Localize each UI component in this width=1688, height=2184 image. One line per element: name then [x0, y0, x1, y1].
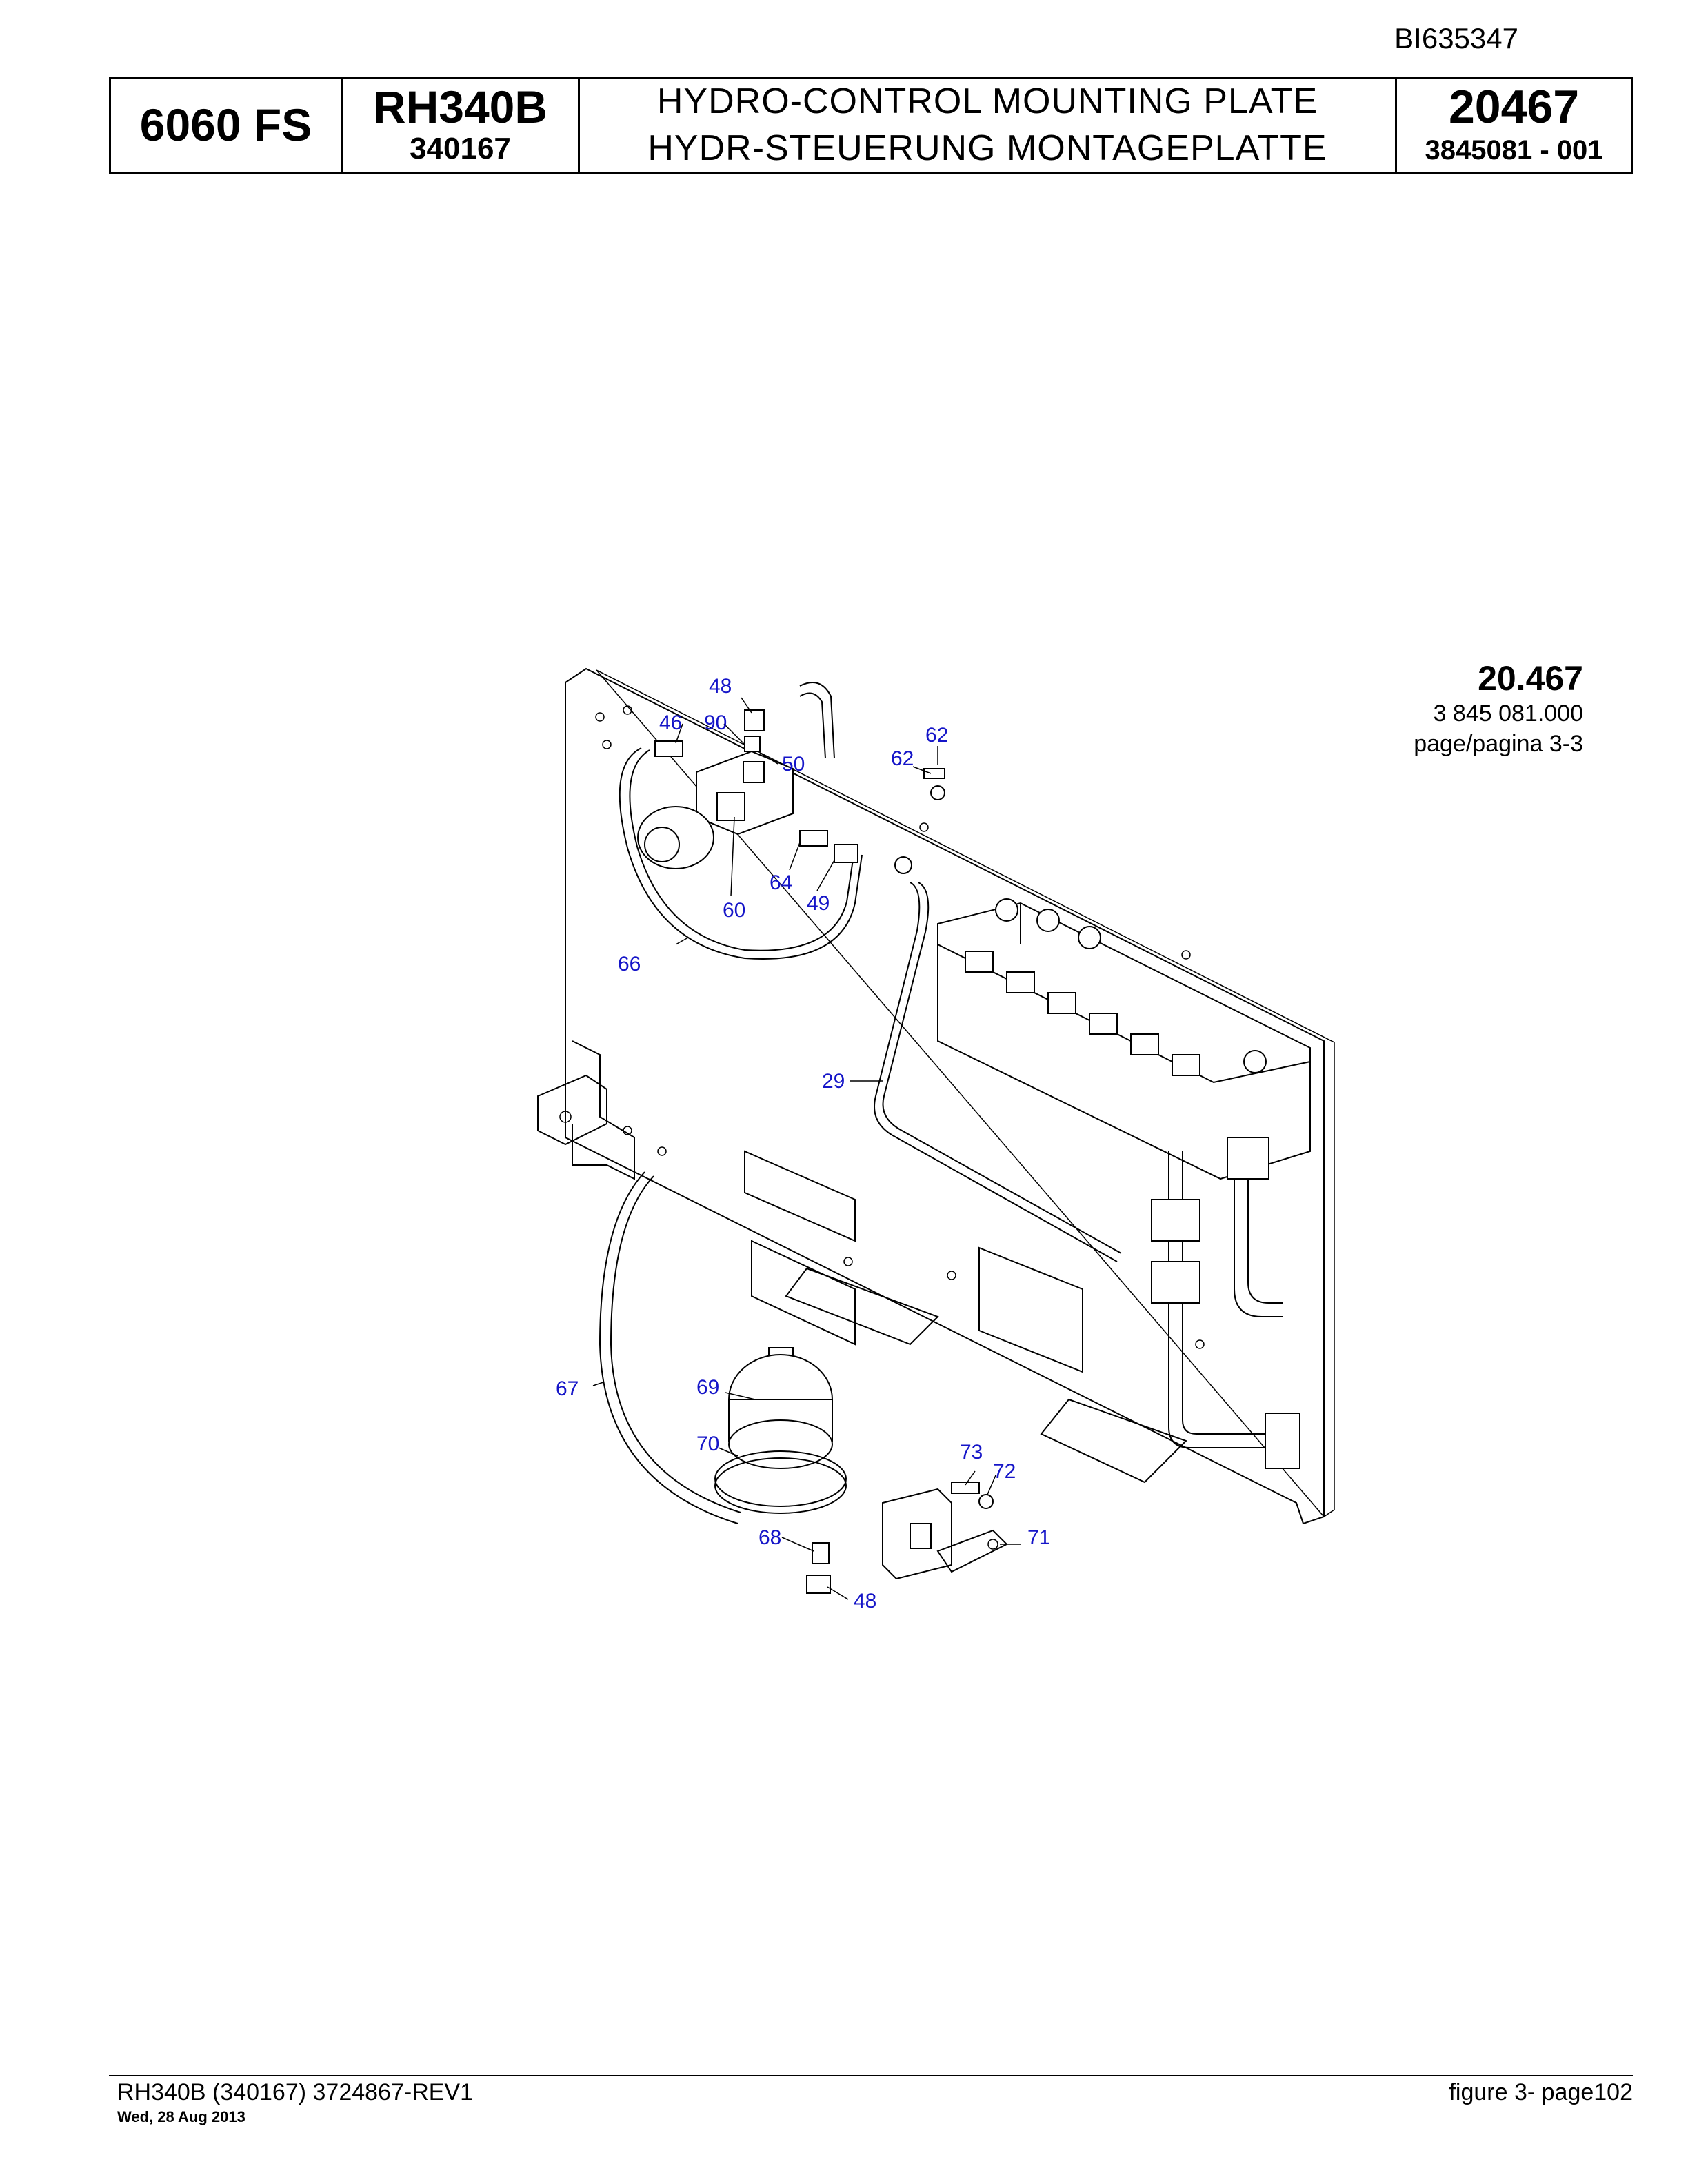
figure-reference: 20.467 3 845 081.000 page/pagina 3-3 — [1414, 658, 1583, 759]
callout-60: 60 — [723, 899, 745, 922]
callout-72: 72 — [993, 1460, 1016, 1483]
support-brackets — [744, 1150, 1187, 1484]
leader-lines — [592, 697, 1021, 1600]
mounting-plate — [565, 667, 1325, 1525]
title-cell: HYDRO-CONTROL MOUNTING PLATE HYDR-STEUER… — [580, 79, 1397, 172]
tube-29-inner — [882, 882, 1122, 1254]
control-valve-block — [937, 898, 1311, 1180]
part-number: 3845081 - 001 — [1425, 134, 1603, 165]
callout-62-second: 62 — [891, 747, 914, 770]
callout-64: 64 — [770, 871, 792, 894]
callout-29: 29 — [822, 1070, 845, 1093]
callout-71: 71 — [1027, 1526, 1050, 1549]
callout-69: 69 — [696, 1376, 719, 1399]
callout-90: 90 — [704, 711, 727, 734]
callout-67: 67 — [556, 1377, 579, 1400]
hose-67-inner — [610, 1175, 741, 1513]
washer-72 — [978, 1494, 994, 1509]
pressure-line-fittings — [1151, 1137, 1300, 1469]
callout-48: 48 — [709, 675, 732, 698]
hose-66 — [619, 747, 863, 960]
accumulator — [714, 1347, 847, 1514]
callout-62: 62 — [925, 724, 948, 747]
callout-46: 46 — [659, 711, 682, 734]
fittings — [654, 709, 945, 874]
document-id: BI635347 — [1394, 22, 1518, 54]
footer-date: Wed, 28 Aug 2013 — [117, 2108, 245, 2125]
machine-number: 340167 — [410, 132, 511, 166]
bracket-hole — [559, 1111, 572, 1123]
machine-cell: RH340B 340167 — [343, 79, 580, 172]
callout-68: 68 — [758, 1526, 781, 1549]
callout-50: 50 — [782, 753, 805, 776]
screw-73 — [951, 1482, 980, 1494]
bracket-l — [537, 1074, 607, 1146]
footer-divider — [109, 2075, 1633, 2076]
callout-73: 73 — [960, 1441, 983, 1464]
title-block: 6060 FS RH340B 340167 HYDRO-CONTROL MOUN… — [109, 77, 1633, 174]
exploded-parts-drawing: 48 46 90 50 62 62 64 60 49 66 29 67 69 7… — [537, 667, 1335, 1612]
model: 6060 FS — [139, 99, 312, 151]
title-en: HYDRO-CONTROL MOUNTING PLATE — [656, 81, 1318, 122]
hose-upper — [799, 682, 835, 759]
drawing-number: 3 845 081.000 — [1433, 700, 1583, 727]
footer-document-ref: RH340B (340167) 3724867-REV1 — [117, 2079, 474, 2105]
footer-page-ref: figure 3- page102 — [1449, 2079, 1633, 2105]
machine-type: RH340B — [372, 81, 548, 132]
group-number: 20467 — [1448, 81, 1580, 134]
group-cell: 20467 3845081 - 001 — [1397, 79, 1631, 172]
page-reference: page/pagina 3-3 — [1414, 731, 1583, 758]
fitting-68 — [812, 1542, 830, 1564]
hose-upper-inner — [799, 692, 826, 759]
figure-number: 20.467 — [1478, 659, 1583, 698]
callout-66: 66 — [618, 953, 641, 975]
hose-66-inner — [629, 749, 854, 951]
callouts: 48 46 90 50 62 62 64 60 49 66 29 67 69 7… — [556, 675, 1050, 1612]
callout-49: 49 — [807, 892, 830, 915]
elbow-48-bottom — [806, 1575, 831, 1594]
model-cell: 6060 FS — [111, 79, 343, 172]
plate-holes — [595, 705, 1205, 1349]
plate-edge — [596, 669, 1335, 1517]
tube-29 — [874, 882, 1118, 1262]
callout-48-bottom: 48 — [854, 1590, 876, 1612]
solenoid-valve-assembly — [637, 750, 794, 869]
hose-67 — [599, 1171, 738, 1524]
callout-70: 70 — [696, 1433, 719, 1455]
plate-bracket-left — [572, 1040, 635, 1180]
title-de: HYDR-STEUERUNG MONTAGEPLATTE — [647, 128, 1327, 168]
